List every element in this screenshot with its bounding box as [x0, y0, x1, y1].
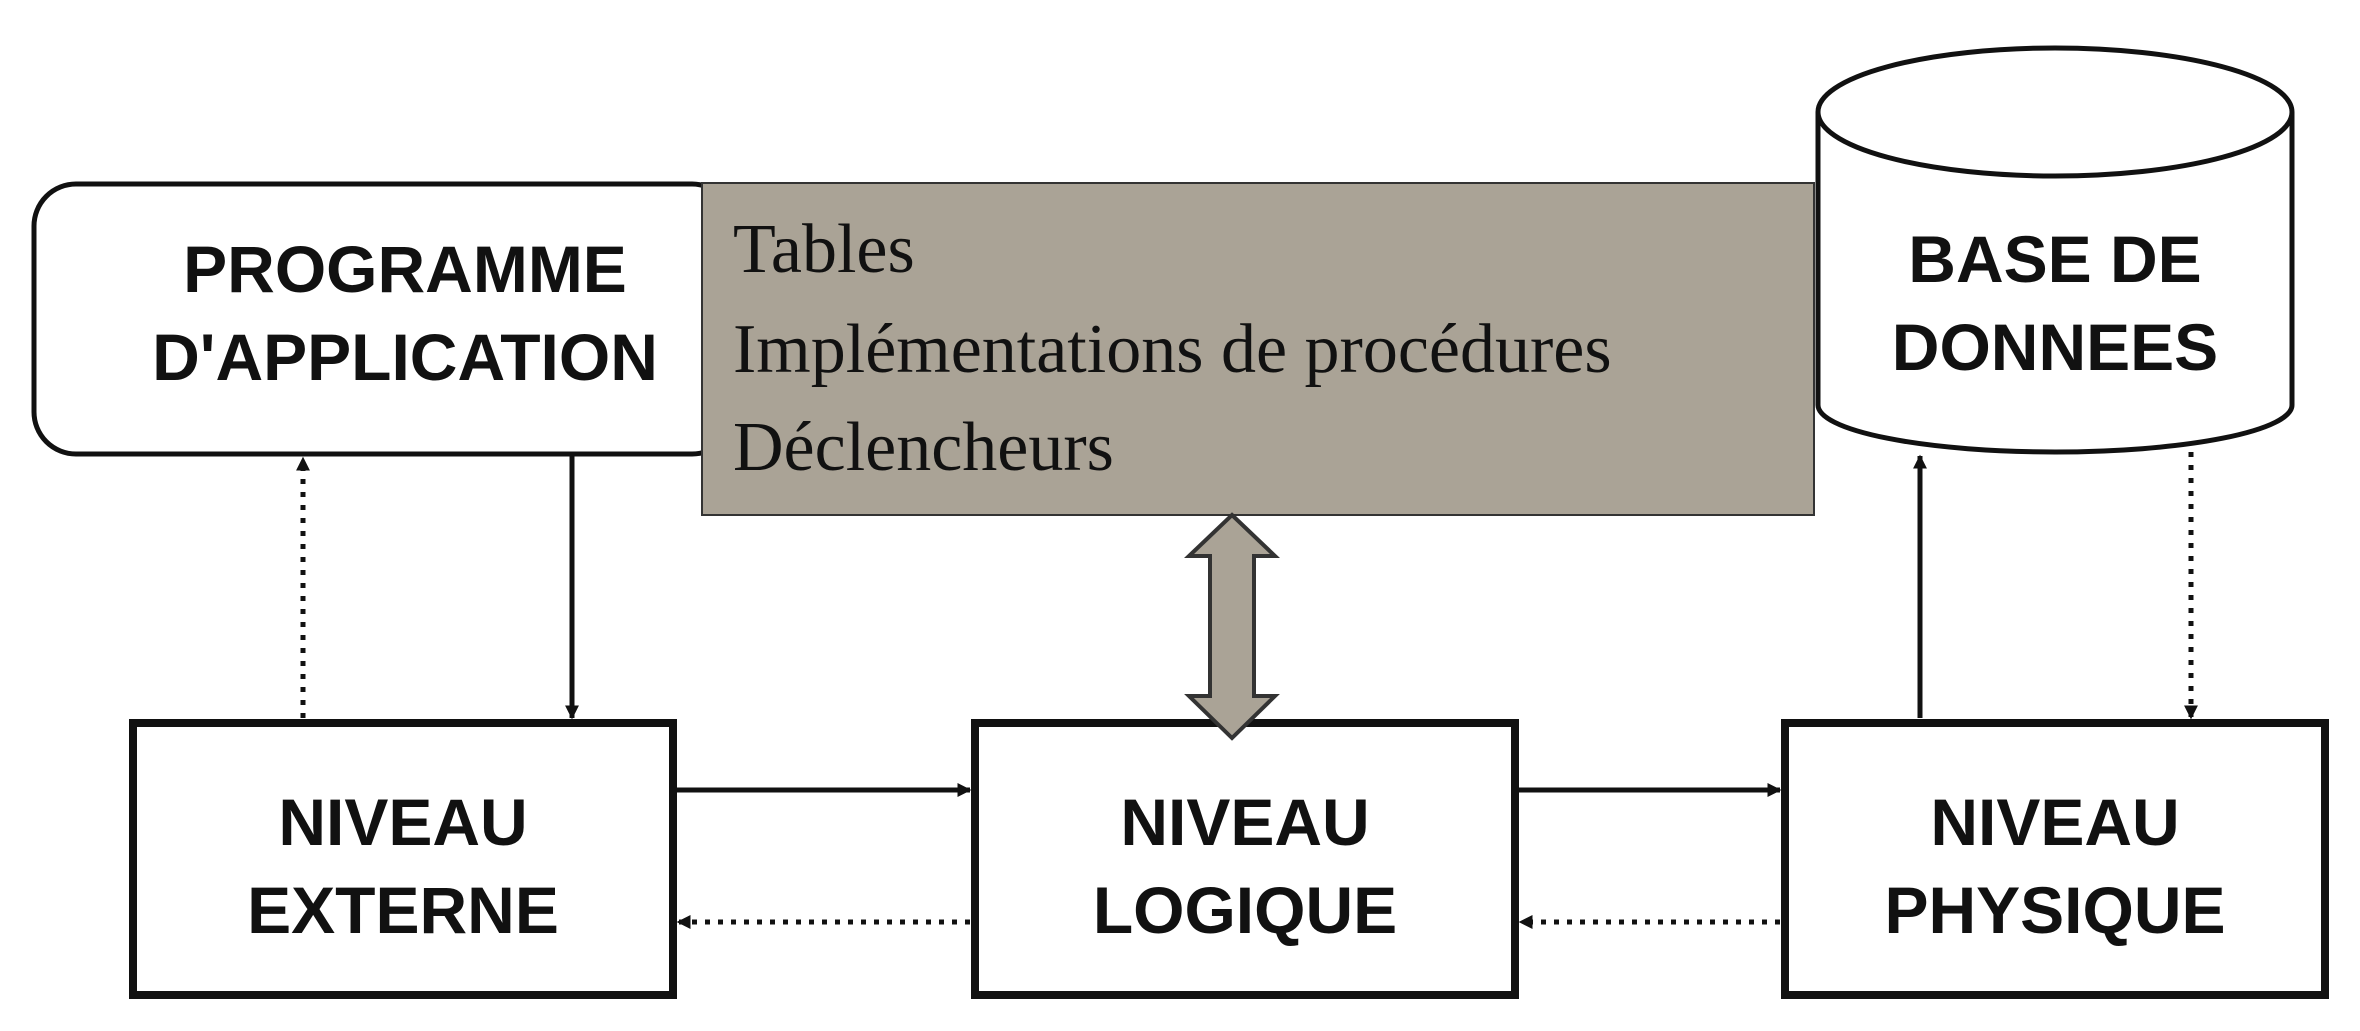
programme-application-node: PROGRAMME D'APPLICATION	[31, 181, 737, 457]
programme-label-line1: PROGRAMME	[183, 232, 627, 306]
externe-label-line2: EXTERNE	[247, 873, 559, 947]
niveau-physique-node: NIVEAU PHYSIQUE	[1781, 719, 2329, 999]
database-node: BASE DE DONNEES	[1815, 45, 2295, 455]
edges	[296, 452, 2198, 929]
physique-label-line2: PHYSIQUE	[1884, 873, 2225, 947]
physique-label-line1: NIVEAU	[1930, 785, 2179, 859]
database-label-line1: BASE DE	[1908, 222, 2201, 296]
overlay-line-declencheurs: Déclencheurs	[733, 409, 1114, 486]
database-label-line2: DONNEES	[1892, 310, 2218, 384]
logique-label-line1: NIVEAU	[1120, 785, 1369, 859]
overlay-note: Tables Implémentations de procédures Déc…	[701, 182, 1815, 516]
double-arrow-overlay-logique	[1184, 512, 1280, 741]
externe-label-line1: NIVEAU	[278, 785, 527, 859]
programme-label-line2: D'APPLICATION	[152, 320, 658, 394]
niveau-logique-node: NIVEAU LOGIQUE	[971, 719, 1519, 999]
overlay-line-procedures: Implémentations de procédures	[733, 311, 1612, 388]
overlay-line-tables: Tables	[733, 211, 915, 288]
logique-label-line2: LOGIQUE	[1093, 873, 1397, 947]
niveau-externe-node: NIVEAU EXTERNE	[129, 719, 677, 999]
